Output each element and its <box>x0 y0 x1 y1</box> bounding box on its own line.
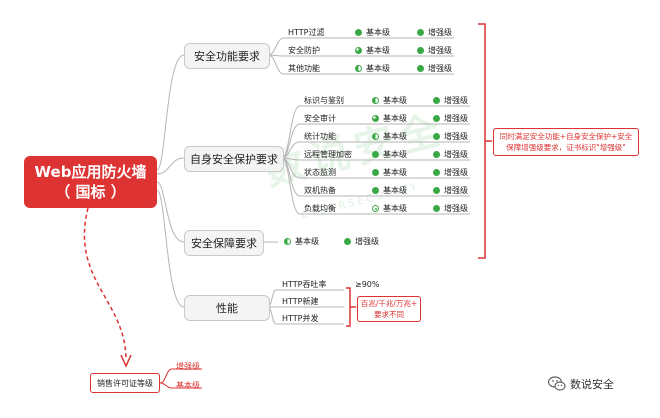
func-basic-protection: 基本级 <box>355 45 390 56</box>
func-enhanced-other: 增强级 <box>417 63 452 74</box>
full-circle-icon <box>433 151 440 158</box>
func-item-http-filter: HTTP过滤 <box>288 28 325 37</box>
assure-basic: 基本级 <box>284 236 319 247</box>
perf-item-concurrency: HTTP并发 <box>282 314 319 323</box>
self-enhanced-stats: 增强级 <box>433 131 468 142</box>
performance-note: 百兆/千兆/万兆+ 要求不同 <box>357 296 421 322</box>
self-enhanced-audit: 增强级 <box>433 113 468 124</box>
self-enhanced-load-balance: 增强级 <box>433 203 468 214</box>
enhanced-requirement-note: 同时满足安全功能+自身安全保护+安全 保障增强级要求，证书标识"增强级" <box>493 128 639 156</box>
full-circle-icon <box>417 29 424 36</box>
category-assurance: 安全保障要求 <box>184 230 264 256</box>
root-node: Web应用防火墙 （ 国标 ） <box>24 156 157 208</box>
self-basic-remote-encryption: 基本级 <box>372 149 407 160</box>
func-enhanced-protection: 增强级 <box>417 45 452 56</box>
root-subtitle: （ 国标 ） <box>55 183 126 201</box>
self-enhanced-status-monitor: 增强级 <box>433 167 468 178</box>
assure-enhanced: 增强级 <box>344 236 379 247</box>
self-item-remote-encryption: 远程管理加密 <box>304 150 352 159</box>
category-security-function: 安全功能要求 <box>184 43 270 69</box>
category-performance: 性能 <box>184 295 270 321</box>
perf-item-new-connections: HTTP新建 <box>282 297 319 306</box>
half-circle-icon <box>355 65 362 72</box>
self-basic-audit: 基本级 <box>372 113 407 124</box>
func-enhanced-http-filter: 增强级 <box>417 27 452 38</box>
three-quarter-circle-icon <box>372 115 379 122</box>
self-item-stats: 统计功能 <box>304 132 336 141</box>
self-item-status-monitor: 状态监测 <box>304 168 336 177</box>
self-enhanced-hot-standby: 增强级 <box>433 185 468 196</box>
full-circle-icon <box>372 187 379 194</box>
self-basic-load-balance: 基本级 <box>372 203 407 214</box>
func-basic-other: 基本级 <box>355 63 390 74</box>
func-basic-http-filter: 基本级 <box>355 27 390 38</box>
license-enhanced: 增强级 <box>176 362 200 371</box>
perf-note-line-1: 百兆/千兆/万兆+ <box>360 299 418 308</box>
wechat-icon <box>548 376 566 391</box>
self-enhanced-auth: 增强级 <box>433 95 468 106</box>
full-circle-icon <box>372 151 379 158</box>
root-title: Web应用防火墙 <box>34 163 147 181</box>
brand-name: 数说安全 <box>570 378 614 391</box>
self-basic-auth: 基本级 <box>372 95 407 106</box>
license-level-box: 销售许可证等级 <box>90 373 160 393</box>
three-quarter-circle-icon <box>355 47 362 54</box>
perf-item-throughput: HTTP吞吐率 <box>282 280 327 289</box>
full-circle-icon <box>417 47 424 54</box>
dot-circle-icon <box>372 205 379 212</box>
self-basic-status-monitor: 基本级 <box>372 167 407 178</box>
half-circle-icon <box>284 238 291 245</box>
self-item-load-balance: 负载均衡 <box>304 204 336 213</box>
category-self-protection: 自身安全保护要求 <box>184 146 284 172</box>
full-circle-icon <box>344 238 351 245</box>
self-item-audit: 安全审计 <box>304 114 336 123</box>
self-basic-hot-standby: 基本级 <box>372 185 407 196</box>
perf-note-line-2: 要求不同 <box>374 310 404 319</box>
full-circle-icon <box>433 205 440 212</box>
full-circle-icon <box>372 169 379 176</box>
brand-mark: 数说安全 <box>548 376 614 392</box>
self-enhanced-remote-encryption: 增强级 <box>433 149 468 160</box>
full-circle-icon <box>417 65 424 72</box>
func-item-protection: 安全防护 <box>288 46 320 55</box>
license-basic: 基本级 <box>176 381 200 390</box>
note-line-1: 同时满足安全功能+自身安全保护+安全 <box>499 132 633 141</box>
note-line-2: 保障增强级要求，证书标识"增强级" <box>506 143 626 152</box>
half-circle-icon <box>372 97 379 104</box>
full-circle-icon <box>433 115 440 122</box>
perf-throughput-value: ≥90% <box>355 280 380 289</box>
self-item-hot-standby: 双机热备 <box>304 186 336 195</box>
func-item-other: 其他功能 <box>288 64 320 73</box>
full-circle-icon <box>433 169 440 176</box>
full-circle-icon <box>355 29 362 36</box>
half-circle-icon <box>372 133 379 140</box>
full-circle-icon <box>433 97 440 104</box>
full-circle-icon <box>433 133 440 140</box>
self-basic-stats: 基本级 <box>372 131 407 142</box>
full-circle-icon <box>433 187 440 194</box>
self-item-auth: 标识与鉴别 <box>304 96 344 105</box>
